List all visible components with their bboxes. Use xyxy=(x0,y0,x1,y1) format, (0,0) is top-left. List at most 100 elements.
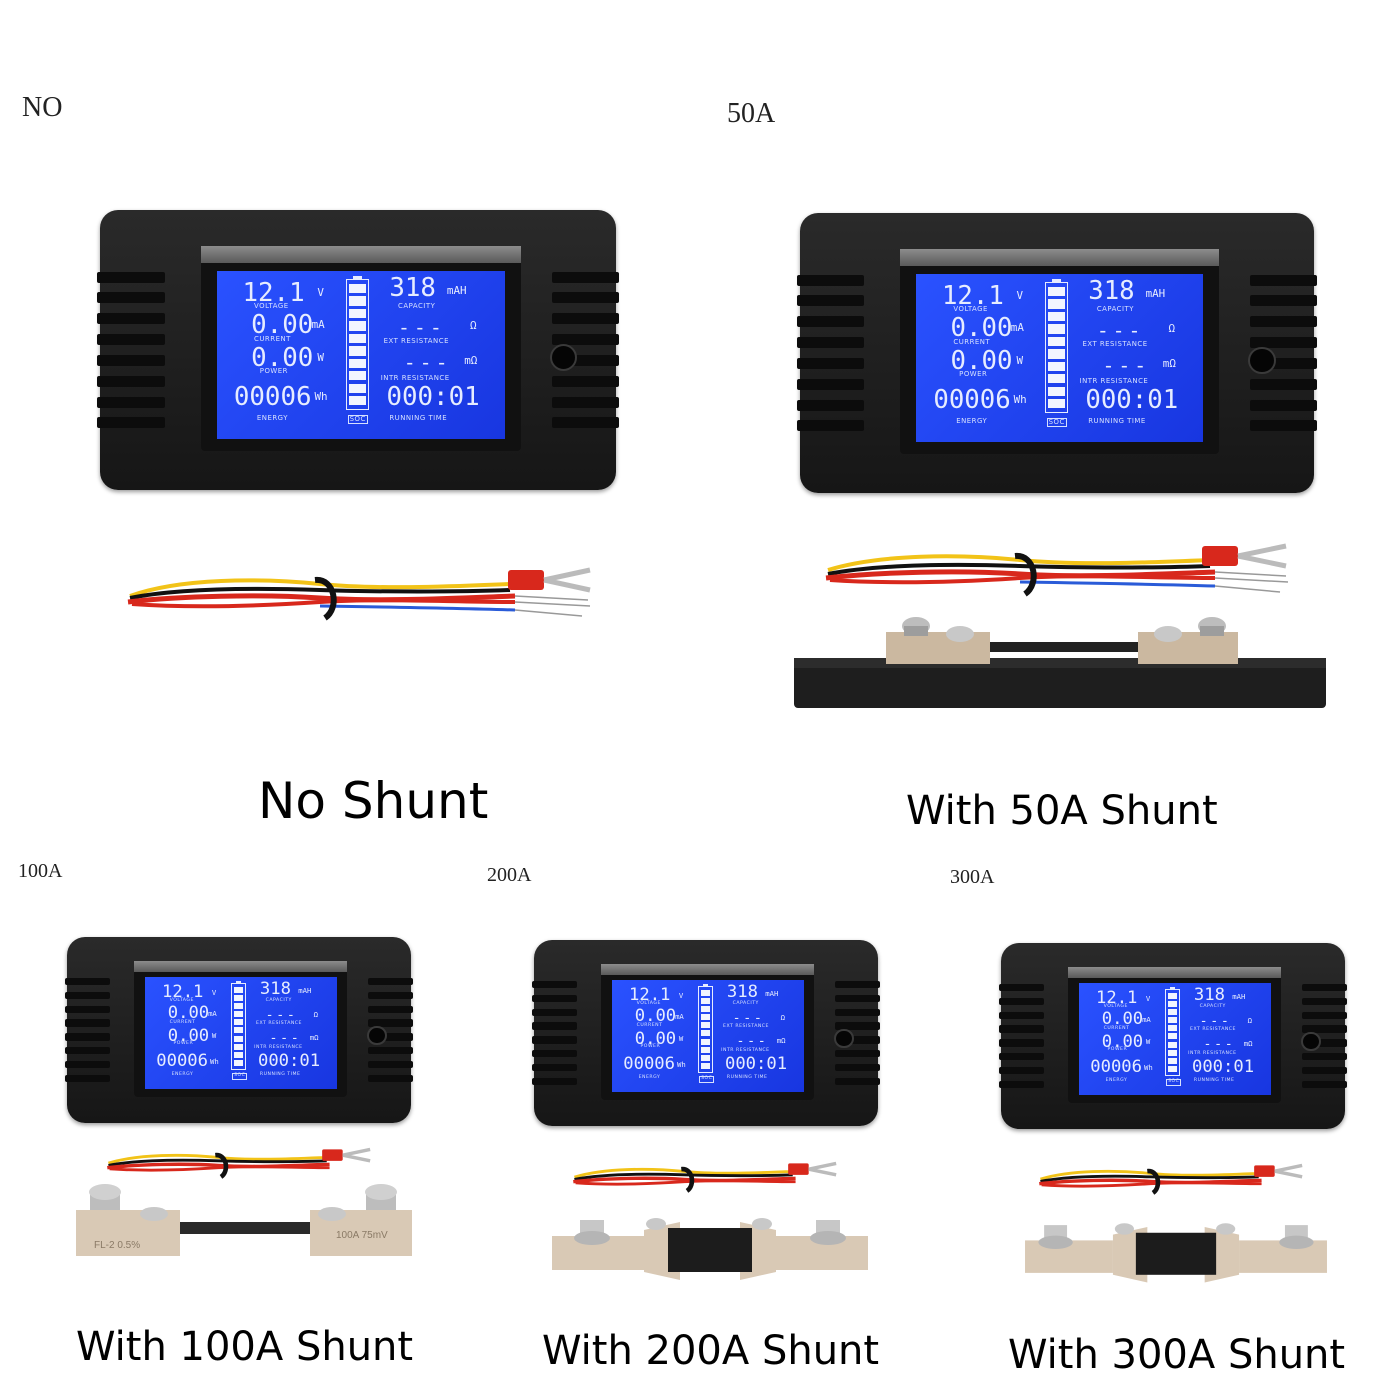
cooling-fins-right xyxy=(835,980,880,1085)
current-value: 0.00 xyxy=(167,1003,210,1024)
intr-resistance-unit: mΩ xyxy=(309,1033,319,1043)
capacity-unit: mAH xyxy=(298,986,312,996)
energy-value: 00006 xyxy=(933,384,1011,415)
lcd-screen: 12.1 V VOLTAGE 0.00 mA CURRENT 0.00 W PO… xyxy=(1078,983,1271,1095)
ext-resistance-value: --- xyxy=(732,1010,765,1026)
energy-value: 00006 xyxy=(233,381,312,412)
current-unit: mA xyxy=(675,1011,684,1021)
energy-label: ENERGY xyxy=(1105,1078,1128,1084)
intr-resistance-unit: mΩ xyxy=(776,1036,786,1046)
soc-label: SOC xyxy=(1046,418,1067,427)
cooling-fins-left xyxy=(797,274,865,432)
cooling-fins-right xyxy=(1302,983,1347,1088)
current-label: CURRENT xyxy=(636,1022,663,1028)
current-unit: mA xyxy=(1010,320,1024,334)
soc-battery-cap xyxy=(235,980,242,983)
battery-meter-no: 12.1 V VOLTAGE 0.00 mA CURRENT 0.00 W PO… xyxy=(97,210,619,490)
soc-battery-gauge xyxy=(698,986,714,1073)
cooling-fins-left xyxy=(97,271,165,429)
voltage-label: VOLTAGE xyxy=(1103,1003,1128,1009)
current-label: CURRENT xyxy=(254,335,291,344)
intr-resistance-label: INTR RESISTANCE xyxy=(1079,376,1149,385)
current-value: 0.00 xyxy=(1101,1009,1144,1030)
display-bezel: 12.1 V VOLTAGE 0.00 mA CURRENT 0.00 W PO… xyxy=(1068,967,1282,1103)
cooling-fins-left xyxy=(999,983,1044,1088)
soc-battery-gauge xyxy=(1165,989,1181,1076)
soc-label: SOC xyxy=(699,1076,715,1083)
wire-harness xyxy=(127,567,591,621)
shunt-50a xyxy=(794,617,1326,708)
soc-label: SOC xyxy=(232,1073,248,1080)
soc-battery-cap xyxy=(702,983,709,986)
voltage-unit: V xyxy=(1016,288,1024,302)
cooling-fins-left xyxy=(532,980,577,1085)
display-bezel: 12.1 V VOLTAGE 0.00 mA CURRENT 0.00 W PO… xyxy=(200,246,521,451)
battery-meter-100: 12.1 V VOLTAGE 0.00 mA CURRENT 0.00 W PO… xyxy=(65,937,413,1123)
energy-label: ENERGY xyxy=(956,417,988,426)
caption-100a-shunt: With 100A Shunt xyxy=(76,1324,414,1370)
current-unit: mA xyxy=(311,317,325,331)
soc-battery-gauge xyxy=(231,983,247,1070)
wire-harness xyxy=(107,1147,371,1179)
intr-resistance-value: --- xyxy=(403,351,452,375)
battery-meter-50: 12.1 V VOLTAGE 0.00 mA CURRENT 0.00 W PO… xyxy=(797,213,1317,493)
lcd-screen: 12.1 V VOLTAGE 0.00 mA CURRENT 0.00 W PO… xyxy=(611,980,804,1092)
ext-resistance-label: EXT RESISTANCE xyxy=(1190,1026,1236,1032)
running-time-label: RUNNING TIME xyxy=(1088,417,1146,426)
running-time-label: RUNNING TIME xyxy=(1193,1078,1235,1084)
voltage-unit: V xyxy=(1145,993,1151,1003)
ext-resistance-unit: Ω xyxy=(1247,1015,1252,1025)
intr-resistance-unit: mΩ xyxy=(464,354,478,368)
intr-resistance-value: --- xyxy=(269,1031,302,1046)
soc-battery-cap xyxy=(1169,986,1176,989)
soc-battery-gauge xyxy=(346,279,370,410)
soc-battery-gauge xyxy=(1045,282,1069,413)
voltage-value: 12.1 xyxy=(941,280,1004,311)
intr-resistance-label: INTR RESISTANCE xyxy=(380,373,450,382)
current-value: 0.00 xyxy=(634,1006,677,1027)
ext-resistance-unit: Ω xyxy=(469,319,477,333)
wire-harness xyxy=(1039,1163,1303,1195)
tag-300a: 300A xyxy=(950,866,995,888)
ext-resistance-label: EXT RESISTANCE xyxy=(1082,339,1148,348)
power-unit: W xyxy=(211,1031,217,1040)
power-label: POWER xyxy=(1107,1047,1128,1053)
cooling-fins-left xyxy=(65,977,110,1082)
lcd-screen: 12.1 V VOLTAGE 0.00 mA CURRENT 0.00 W PO… xyxy=(216,270,505,439)
capacity-value: 318 xyxy=(259,978,291,999)
display-bezel: 12.1 V VOLTAGE 0.00 mA CURRENT 0.00 W PO… xyxy=(601,964,815,1100)
ext-resistance-value: --- xyxy=(397,315,446,339)
capacity-unit: mAH xyxy=(446,283,467,297)
running-time-value: 000:01 xyxy=(386,381,480,412)
current-unit: mA xyxy=(208,1008,217,1018)
meter-button xyxy=(550,343,578,372)
caption-300a-shunt: With 300A Shunt xyxy=(1008,1332,1346,1378)
cooling-fins-right xyxy=(368,977,413,1082)
wire-harness xyxy=(825,543,1289,597)
tag-50a: 50A xyxy=(727,98,776,129)
ext-resistance-label: EXT RESISTANCE xyxy=(256,1020,302,1026)
power-value: 0.00 xyxy=(167,1025,210,1046)
capacity-label: CAPACITY xyxy=(732,1000,759,1006)
voltage-value: 12.1 xyxy=(1096,988,1138,1009)
current-value: 0.00 xyxy=(950,312,1013,343)
capacity-unit: mAH xyxy=(1145,286,1166,300)
capacity-label: CAPACITY xyxy=(397,301,436,310)
capacity-value: 318 xyxy=(726,981,758,1002)
power-value: 0.00 xyxy=(251,343,314,374)
meter-button xyxy=(367,1025,387,1046)
power-value: 0.00 xyxy=(950,346,1013,377)
running-time-value: 000:01 xyxy=(724,1054,788,1075)
capacity-unit: mAH xyxy=(1232,992,1246,1002)
ext-resistance-label: EXT RESISTANCE xyxy=(723,1023,769,1029)
intr-resistance-label: INTR RESISTANCE xyxy=(254,1045,303,1051)
lcd-screen: 12.1 V VOLTAGE 0.00 mA CURRENT 0.00 W PO… xyxy=(144,977,337,1089)
meter-button xyxy=(834,1028,854,1049)
voltage-value: 12.1 xyxy=(162,982,204,1003)
shunt-200a xyxy=(552,1218,868,1280)
voltage-label: VOLTAGE xyxy=(953,304,988,313)
voltage-label: VOLTAGE xyxy=(254,301,289,310)
energy-value: 00006 xyxy=(156,1051,208,1072)
power-label: POWER xyxy=(959,370,988,379)
energy-label: ENERGY xyxy=(171,1072,194,1078)
